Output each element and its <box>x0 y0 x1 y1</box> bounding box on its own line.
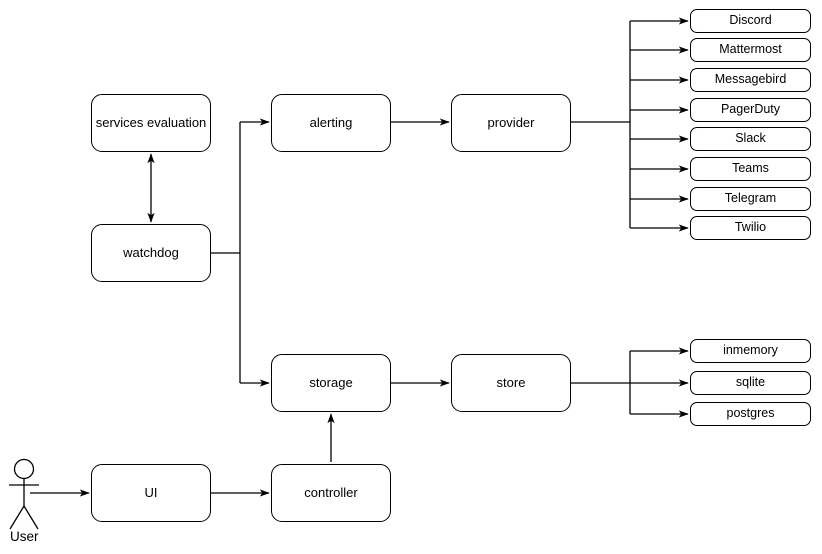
node-storage[interactable]: storage <box>271 354 391 412</box>
node-mattermost[interactable]: Mattermost <box>690 38 811 62</box>
node-twilio[interactable]: Twilio <box>690 216 811 240</box>
node-messagebird[interactable]: Messagebird <box>690 68 811 92</box>
user-actor-label: User <box>10 529 39 544</box>
node-services-evaluation[interactable]: services evaluation <box>91 94 211 152</box>
node-discord[interactable]: Discord <box>690 9 811 33</box>
node-pagerduty[interactable]: PagerDuty <box>690 98 811 122</box>
node-controller[interactable]: controller <box>271 464 391 522</box>
node-teams[interactable]: Teams <box>690 157 811 181</box>
node-slack[interactable]: Slack <box>690 127 811 151</box>
node-sqlite[interactable]: sqlite <box>690 371 811 395</box>
node-telegram[interactable]: Telegram <box>690 187 811 211</box>
node-ui[interactable]: UI <box>91 464 211 522</box>
node-inmemory[interactable]: inmemory <box>690 339 811 363</box>
node-alerting[interactable]: alerting <box>271 94 391 152</box>
node-store[interactable]: store <box>451 354 571 412</box>
node-watchdog[interactable]: watchdog <box>91 224 211 282</box>
node-postgres[interactable]: postgres <box>690 402 811 426</box>
node-provider[interactable]: provider <box>451 94 571 152</box>
user-actor-icon <box>9 458 39 530</box>
